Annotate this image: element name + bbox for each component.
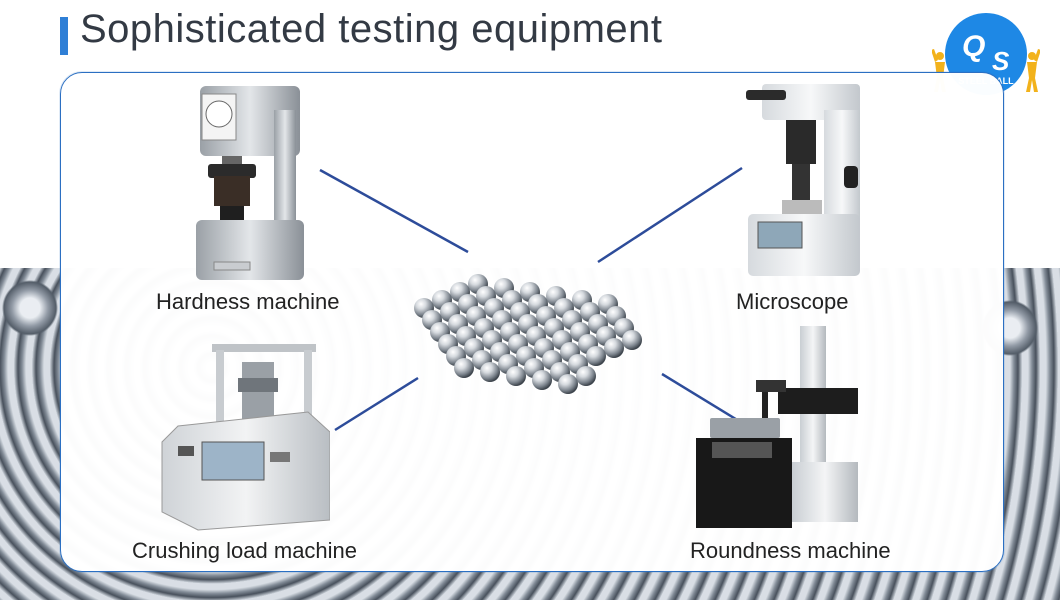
- steel-ball: [604, 338, 624, 358]
- logo-letter-s: S: [992, 46, 1010, 76]
- steel-ball: [532, 370, 552, 390]
- steel-ball: [622, 330, 642, 350]
- header: Sophisticated testing equipment: [0, 0, 1060, 70]
- microscope-image: [746, 84, 860, 276]
- logo-letter-q: Q: [962, 30, 985, 63]
- steel-ball: [480, 362, 500, 382]
- roundness-machine-image: [696, 326, 858, 528]
- title-accent-bar: [60, 17, 68, 55]
- connector-microscope: [597, 166, 743, 264]
- microscope-label: Microscope: [736, 289, 849, 314]
- crushing-load-machine-image: [161, 344, 330, 531]
- steel-ball: [586, 346, 606, 366]
- page-title: Sophisticated testing equipment: [80, 7, 663, 51]
- connector-crushing: [334, 376, 419, 432]
- steel-ball: [576, 366, 596, 386]
- hardness-machine-label: Hardness machine: [156, 289, 340, 314]
- roundness-machine-label: Roundness machine: [690, 538, 891, 563]
- steel-balls-cluster-image: [414, 274, 642, 394]
- connector-hardness: [319, 168, 469, 254]
- crushing-load-machine-label: Crushing load machine: [132, 538, 358, 563]
- steel-ball: [558, 374, 578, 394]
- right-figure-icon: [1026, 49, 1040, 92]
- hardness-machine-image: [196, 86, 304, 280]
- steel-ball: [454, 358, 474, 378]
- steel-ball: [506, 366, 526, 386]
